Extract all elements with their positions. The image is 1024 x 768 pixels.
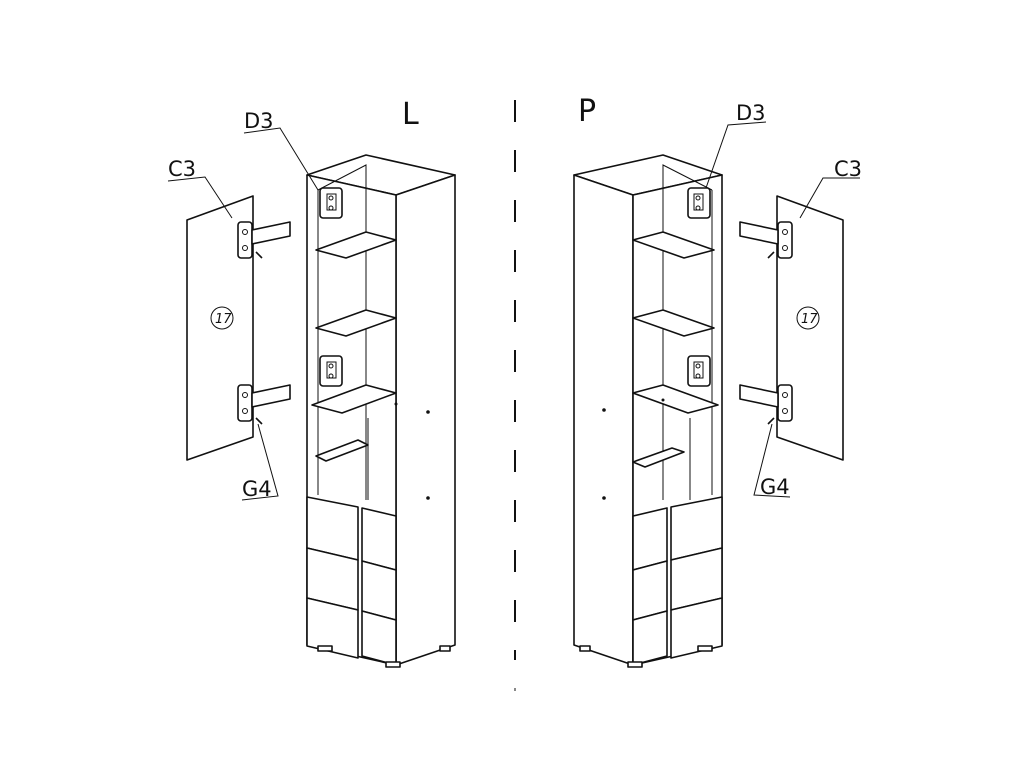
leader-d3-left — [243, 127, 319, 191]
part-label-g4-left: G4 — [242, 477, 272, 501]
hinge-left-bottom — [237, 384, 291, 425]
hinge-right-top — [739, 221, 793, 259]
part-label-g4-right: G4 — [760, 475, 790, 499]
door-right — [776, 195, 844, 461]
leader-d3-right — [705, 121, 767, 189]
door-left — [186, 195, 254, 461]
leader-g4-right — [753, 423, 791, 498]
variant-label-left: L — [402, 97, 419, 132]
part-label-c3-right: C3 — [834, 157, 862, 181]
part-label-d3-left: D3 — [244, 109, 274, 133]
hinge-plate-right-top — [687, 187, 711, 219]
hinge-plate-left-bottom — [319, 355, 343, 387]
part-label-d3-right: D3 — [736, 101, 766, 125]
variant-label-right: P — [578, 94, 596, 129]
hinge-plate-right-bottom — [687, 355, 711, 387]
hinge-left-top — [237, 221, 291, 259]
leader-g4-left — [241, 423, 279, 501]
leader-c3-left — [167, 176, 233, 219]
door-number-circle-right — [796, 306, 820, 330]
part-label-c3-left: C3 — [168, 157, 196, 181]
hinge-plate-left-top — [319, 187, 343, 219]
door-number-circle-left — [210, 306, 234, 330]
hinge-right-bottom — [739, 384, 793, 425]
cabinet-right — [573, 154, 723, 668]
cabinet-left — [306, 154, 456, 668]
door-number-right: 17 — [801, 312, 818, 327]
door-number-left: 17 — [215, 312, 232, 327]
leader-c3-right — [799, 177, 860, 219]
